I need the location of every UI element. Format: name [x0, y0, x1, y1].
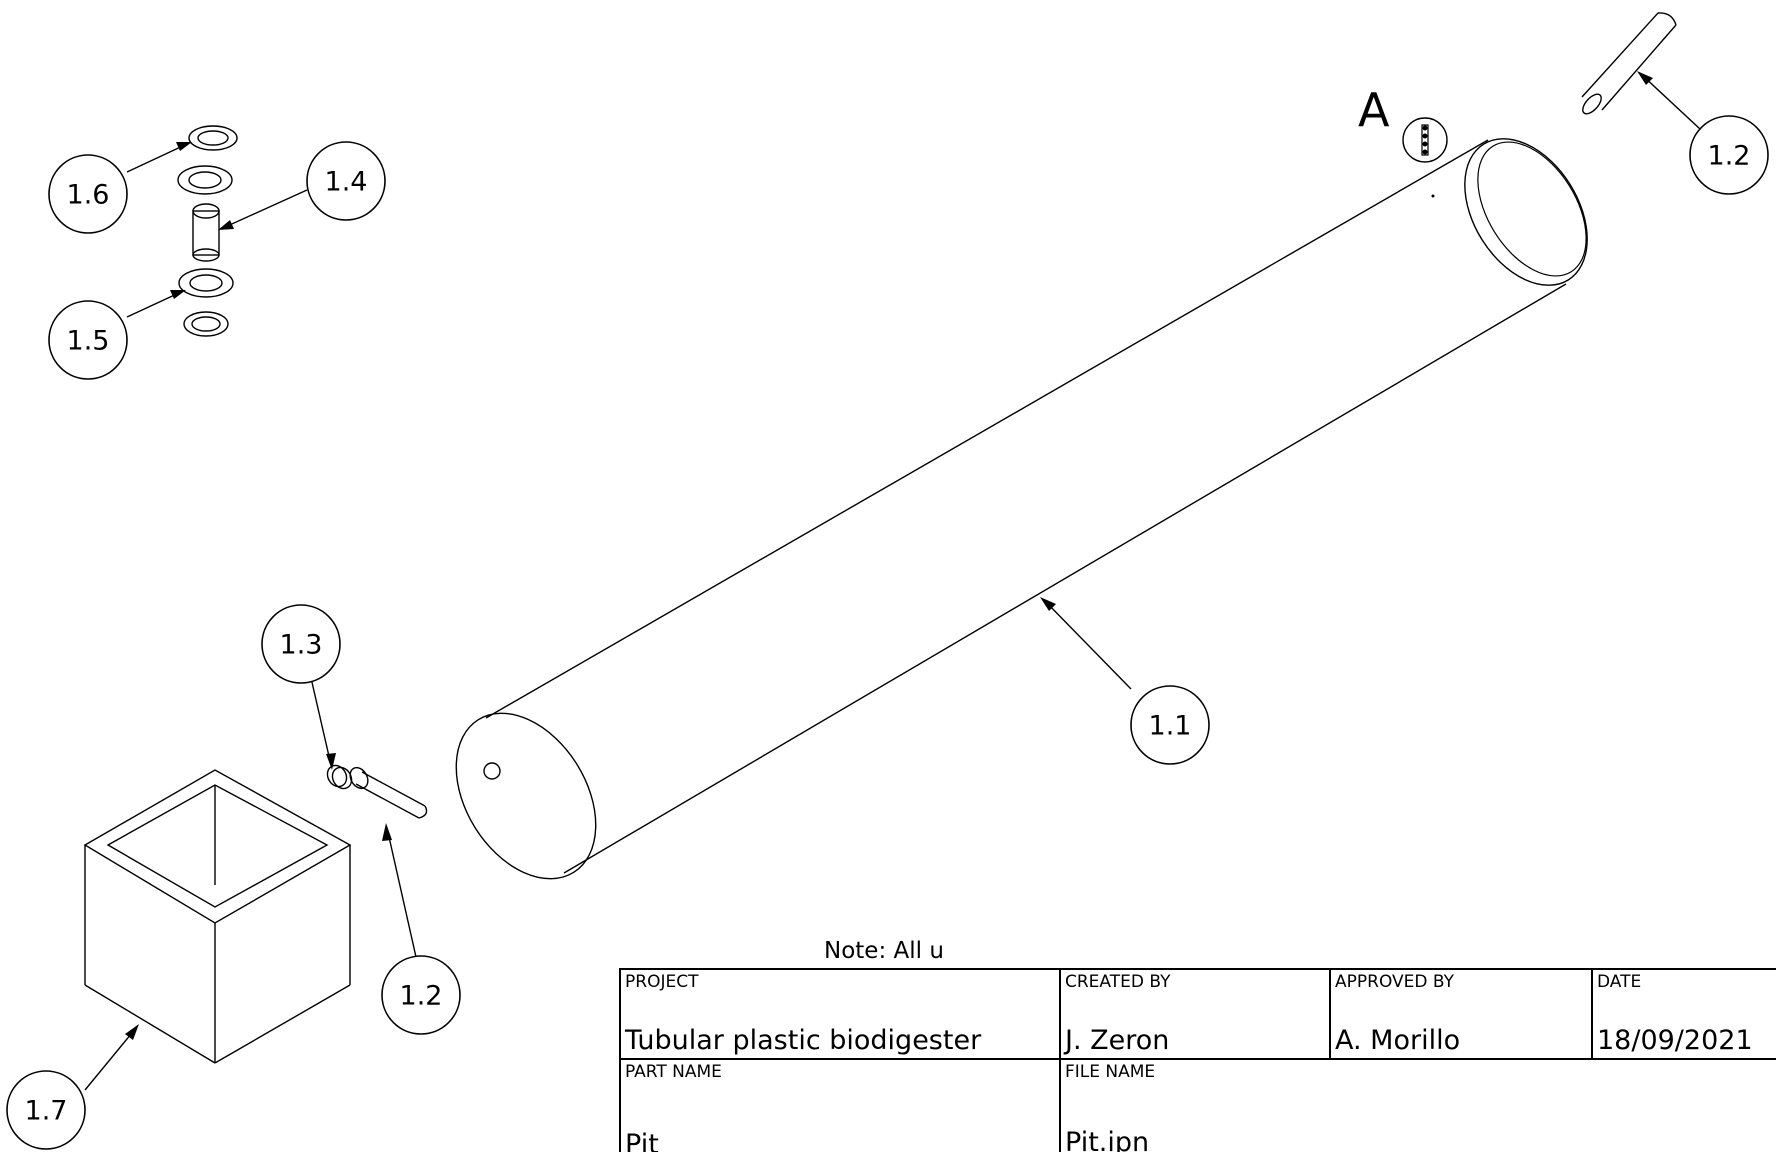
svg-text:1.7: 1.7 — [25, 1096, 68, 1127]
balloon-1-4: 1.4 — [306, 141, 386, 221]
leader-lines — [84, 71, 1701, 1091]
plug — [326, 764, 353, 790]
file-name-value: Pit.ipn — [1065, 1127, 1150, 1152]
pit-box — [83, 769, 352, 1064]
part-name-label: PART NAME — [625, 1062, 722, 1082]
balloon-1-6: 1.6 — [48, 154, 128, 234]
svg-text:1.4: 1.4 — [325, 167, 368, 198]
pipe-top — [1581, 12, 1677, 115]
created-by-label: CREATED BY — [1065, 972, 1171, 992]
view-label-a: A — [1358, 83, 1390, 137]
svg-text:1.5: 1.5 — [67, 326, 110, 357]
cell-created-by: CREATED BY J. Zeron — [1059, 968, 1329, 1058]
tubular-body — [455, 138, 1588, 880]
cell-project: PROJECT Tubular plastic biodigester — [619, 968, 1059, 1058]
balloon-1-3: 1.3 — [261, 604, 341, 684]
fitting-stack — [177, 125, 238, 337]
created-by-value: J. Zeron — [1065, 1025, 1170, 1056]
balloon-1-5: 1.5 — [48, 300, 128, 380]
approved-by-value: A. Morillo — [1335, 1025, 1461, 1056]
date-label: DATE — [1597, 972, 1642, 992]
balloon-1-2-top: 1.2 — [1689, 115, 1769, 195]
cell-date: DATE 18/09/2021 — [1591, 968, 1776, 1058]
cell-part-name: PART NAME Pit — [619, 1058, 1059, 1152]
svg-text:1.6: 1.6 — [67, 180, 110, 211]
cell-approved-by: APPROVED BY A. Morillo — [1329, 968, 1591, 1058]
pipe-bottom — [349, 766, 428, 819]
svg-text:1.2: 1.2 — [400, 981, 443, 1012]
note-text: Note: All u — [824, 938, 944, 964]
project-value: Tubular plastic biodigester — [625, 1025, 982, 1056]
title-block: PROJECT Tubular plastic biodigester CREA… — [619, 968, 1776, 1152]
balloon-1-1: 1.1 — [1130, 685, 1210, 765]
project-label: PROJECT — [625, 972, 699, 992]
svg-text:1.1: 1.1 — [1149, 711, 1192, 742]
inlet-hole — [483, 762, 501, 780]
file-name-label: FILE NAME — [1065, 1062, 1156, 1082]
svg-text:1.3: 1.3 — [280, 630, 323, 661]
cell-file-name: FILE NAME Pit.ipn — [1059, 1058, 1776, 1152]
part-name-value: Pit — [625, 1129, 659, 1152]
balloon-1-2-bottom: 1.2 — [381, 955, 461, 1035]
approved-by-label: APPROVED BY — [1335, 972, 1455, 992]
balloon-1-7: 1.7 — [6, 1070, 86, 1150]
svg-text:1.2: 1.2 — [1708, 141, 1751, 172]
date-value: 18/09/2021 — [1597, 1025, 1753, 1056]
detail-view-a: A — [1358, 83, 1448, 163]
